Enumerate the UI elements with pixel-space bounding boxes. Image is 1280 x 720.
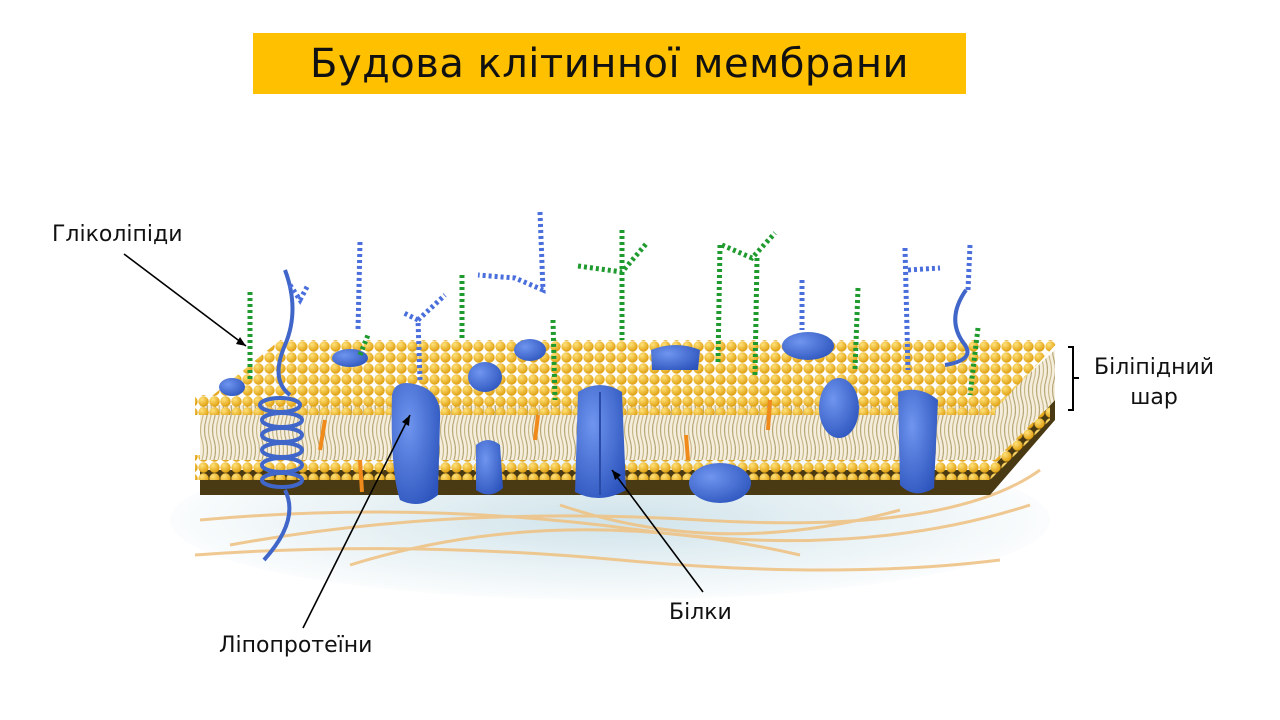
cholesterol-marks [318, 399, 772, 493]
glycan-chains [247, 211, 981, 401]
label-lipoproteins: Ліпопротеїни [219, 633, 373, 658]
lipoproteins-arrow [302, 414, 411, 629]
label-bilayer-line1: Біліпідний [1094, 355, 1215, 380]
label-bilayer: Біліпідний шар [1094, 353, 1214, 413]
label-arrows [123, 253, 704, 629]
title-banner: Будова клітинної мембрани [253, 33, 966, 94]
membrane-proteins [219, 332, 938, 504]
helix-protein [258, 269, 970, 562]
label-proteins: Білки [669, 600, 732, 625]
glycolipids-arrow [123, 253, 247, 347]
label-bilayer-line2: шар [1130, 385, 1178, 410]
cytoskeleton-fibers [194, 468, 1041, 572]
label-glycolipids: Гліколіпіди [52, 222, 183, 247]
slide-title: Будова клітинної мембрани [310, 40, 909, 87]
bilayer-bracket [1068, 346, 1079, 411]
proteins-arrow [611, 469, 704, 593]
